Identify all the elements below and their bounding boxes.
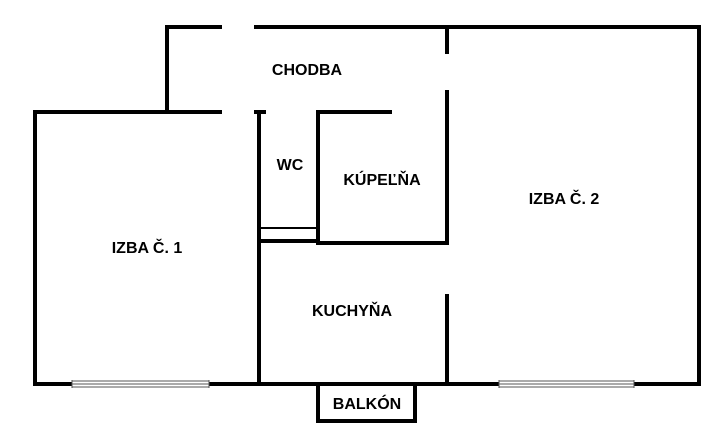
outer-walls [33, 25, 701, 386]
room-label-kitchen: KUCHYŇA [312, 301, 392, 320]
balcony [316, 382, 417, 423]
interior-walls [165, 25, 449, 386]
room-label-corridor: CHODBA [272, 62, 343, 79]
window-room2 [498, 380, 635, 388]
room-label-room2: IZBA Č. 2 [529, 189, 600, 208]
room-label-balcony: BALKÓN [333, 394, 401, 413]
room-label-bathroom: KÚPEĽŇA [343, 170, 421, 189]
room-label-wc: WC [277, 157, 304, 174]
window-room1 [71, 380, 210, 388]
room-label-room1: IZBA Č. 1 [112, 238, 183, 257]
